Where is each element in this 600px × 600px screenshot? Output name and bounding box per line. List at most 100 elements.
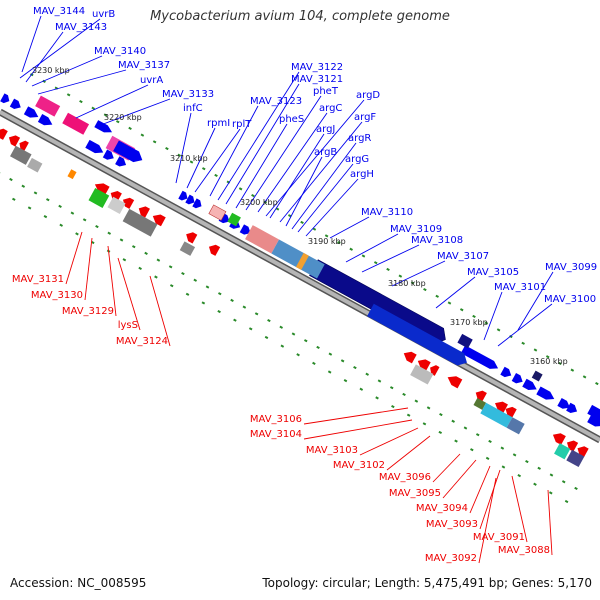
gc-dot (238, 187, 243, 191)
label-leader-line (107, 245, 117, 317)
gene-label: argC (319, 103, 342, 114)
gc-dot (447, 301, 452, 305)
forward-gene-arrow (367, 303, 467, 366)
gc-dot (377, 379, 382, 383)
gene-label: argH (350, 169, 374, 180)
label-leader-line (511, 475, 528, 543)
gc-dot (582, 375, 587, 379)
gc-dot (296, 353, 300, 357)
reverse-gene-arrow (552, 433, 566, 445)
gene-label: rpmI (207, 118, 230, 129)
label-leader-line (469, 465, 491, 514)
label-leader-line (217, 71, 300, 201)
label-leader-line (386, 435, 431, 471)
gc-dot (217, 309, 221, 314)
gc-dot (521, 341, 525, 345)
gc-dot (122, 258, 127, 262)
forward-gene-arrow (218, 212, 230, 224)
forward-gene-arrow (192, 198, 202, 209)
gc-dot (459, 308, 464, 312)
gc-dot (475, 433, 480, 437)
gc-dot (303, 339, 308, 343)
forward-gene-arrow (94, 120, 113, 133)
gc-dot (214, 173, 218, 178)
backbone-line (0, 110, 600, 442)
gc-dot (230, 298, 234, 303)
genome-backbone (0, 108, 600, 444)
label-leader-line (305, 178, 359, 237)
gc-dot (389, 386, 394, 390)
gc-dot (254, 312, 259, 316)
label-leader-line (245, 95, 322, 211)
gene-label: uvrB (92, 9, 115, 20)
gene-label: MAV_3103 (306, 445, 358, 456)
gene-label: argB (314, 147, 337, 158)
gc-dot (75, 232, 79, 236)
label-leader-line (21, 15, 42, 73)
gene-label: MAV_3094 (416, 503, 468, 514)
gc-dot (549, 473, 554, 477)
gc-dot (280, 344, 285, 348)
gene-label: MAV_3130 (31, 290, 83, 301)
gc-dot (103, 113, 108, 117)
label-leader-line (442, 459, 477, 499)
label-leader-line (303, 419, 413, 440)
label-leader-line (279, 121, 363, 223)
gene-label: MAV_3123 (250, 96, 302, 107)
label-leader-line (194, 128, 241, 193)
gene-label: MAV_3121 (291, 74, 343, 85)
gc-dot (349, 247, 353, 251)
label-leader-line (345, 233, 399, 263)
gc-dot (27, 206, 32, 210)
gc-dot (373, 261, 378, 265)
gene-label: MAV_3143 (55, 22, 107, 33)
gc-dot (248, 327, 253, 331)
gene-label: rplT (232, 119, 252, 130)
gene-label: argD (356, 90, 380, 101)
reverse-gene-arrow (403, 351, 417, 364)
label-leader-line (269, 133, 325, 219)
forward-gene-arrow (566, 402, 578, 414)
gc-dot (82, 218, 87, 222)
gc-dot (21, 184, 26, 188)
gc-dot (501, 465, 506, 469)
label-leader-line (497, 303, 553, 347)
gene-label: MAV_3091 (473, 532, 525, 543)
label-leader-line (117, 257, 141, 331)
gc-dot (70, 211, 75, 215)
gene-label: argF (354, 112, 376, 123)
gc-dot (545, 355, 550, 359)
gc-dot (131, 245, 136, 249)
gc-dot (181, 271, 185, 276)
forward-gene-arrow (500, 366, 512, 378)
label-leader-line (186, 127, 216, 189)
gene-label: MAV_3095 (389, 488, 441, 499)
gc-dot (242, 305, 247, 309)
gc-dot (365, 372, 369, 376)
gene-label: MAV_3108 (411, 235, 463, 246)
gene-block (566, 449, 585, 468)
forward-gene-arrow (185, 194, 195, 205)
label-leader-line (25, 31, 64, 83)
gc-dot (251, 193, 255, 198)
accession-text: Accession: NC_008595 (10, 576, 147, 590)
scale-tick-label: 3160 kbp (530, 357, 568, 366)
gene-block (554, 443, 571, 460)
reverse-gene-arrow (208, 244, 221, 256)
gc-dot (359, 387, 364, 391)
label-leader-line (84, 237, 93, 301)
scale-tick-label: 3180 kbp (388, 279, 426, 288)
gene-block (67, 169, 77, 180)
gc-dot (406, 413, 411, 417)
gc-dot (451, 419, 455, 423)
gc-dot (549, 491, 553, 495)
gc-dot (156, 258, 161, 262)
label-leader-line (329, 216, 370, 239)
gene-label: MAV_3100 (544, 294, 596, 305)
forward-gene-arrow (113, 140, 143, 163)
gc-dot (426, 406, 431, 410)
gc-dot (95, 224, 99, 229)
gc-dot (561, 480, 566, 484)
